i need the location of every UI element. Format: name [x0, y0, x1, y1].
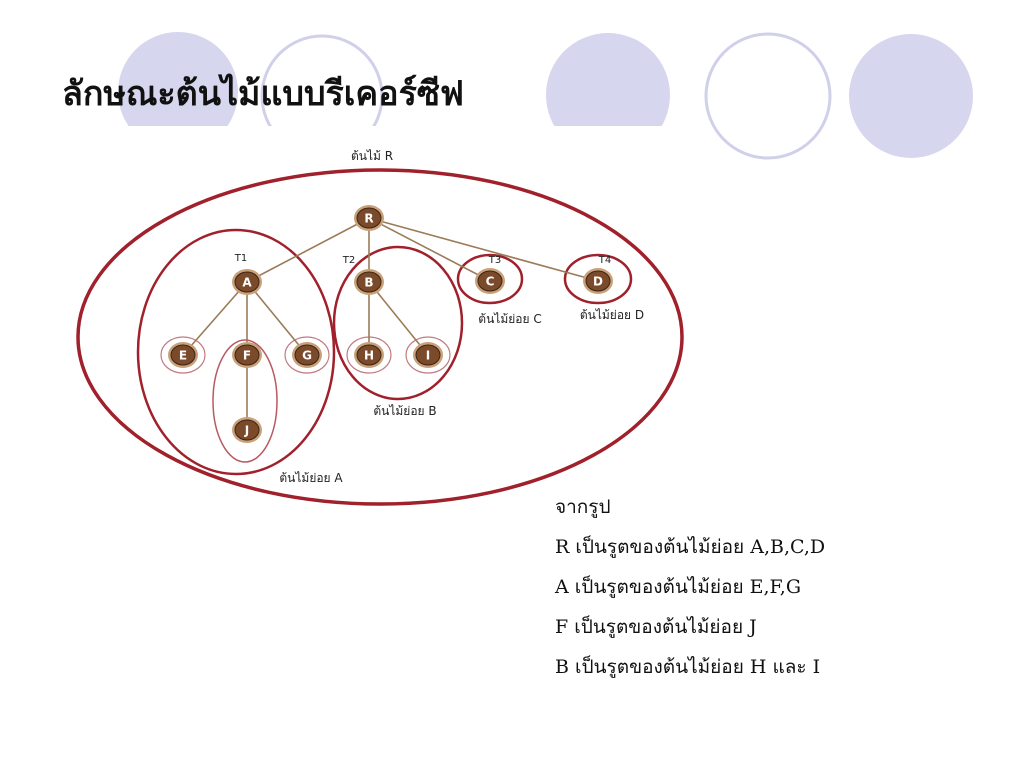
subtree-label-c: ต้นไม้ย่อย C	[478, 312, 541, 326]
node-f: F	[232, 342, 262, 368]
node-a: A	[232, 269, 262, 295]
notes-line: B เป็นรูตของต้นไม้ย่อย H และ I	[555, 656, 821, 678]
node-r: R	[354, 205, 384, 231]
node-label: D	[593, 275, 603, 289]
node-core	[234, 344, 260, 366]
subtree-tag-t3: T3	[488, 255, 501, 266]
notes-line: A เป็นรูตของต้นไม้ย่อย E,F,G	[555, 576, 801, 598]
decor-circle-filled	[118, 32, 238, 152]
edge-r-d	[368, 217, 599, 282]
edge-r-a	[246, 217, 370, 283]
node-e: E	[168, 342, 198, 368]
edge-b-i	[368, 281, 429, 356]
notes-heading: จากรูป	[555, 496, 611, 518]
subtree-b-ellipse	[332, 245, 464, 401]
node-label: C	[486, 275, 495, 289]
node-label: G	[302, 349, 312, 363]
leaf-ring-e	[160, 336, 206, 374]
edge-a-g	[246, 281, 308, 356]
subtree-label-d: ต้นไม้ย่อย D	[580, 308, 644, 322]
explanation-notes: จากรูป R เป็นรูตของต้นไม้ย่อย A,B,C,D A …	[555, 487, 825, 687]
subtree-c-ellipse	[456, 253, 524, 305]
decor-circle-outline	[704, 32, 832, 160]
subtree-f-ellipse	[212, 339, 278, 463]
node-g: G	[292, 342, 322, 368]
leaf-ring-i	[405, 336, 451, 374]
node-d: D	[583, 268, 613, 294]
node-core	[585, 270, 611, 292]
node-core	[356, 207, 382, 229]
subtree-label-b: ต้นไม้ย่อย B	[373, 404, 436, 418]
edge-r-c	[368, 217, 491, 282]
node-core	[477, 270, 503, 292]
node-core	[415, 344, 441, 366]
notes-line: F เป็นรูตของต้นไม้ย่อย J	[555, 616, 757, 638]
tree-r-label: ต้นไม้ R	[351, 149, 393, 163]
subtree-tag-t1: T1	[234, 253, 247, 264]
node-i: I	[413, 342, 443, 368]
leaf-ring-g	[284, 336, 330, 374]
notes-line: R เป็นรูตของต้นไม้ย่อย A,B,C,D	[555, 536, 826, 558]
node-label: R	[364, 212, 373, 226]
node-label: E	[179, 349, 187, 363]
node-b: B	[354, 269, 384, 295]
page-title: ลักษณะต้นไม้แบบรีเคอร์ซีฟ	[62, 74, 465, 114]
node-core	[234, 271, 260, 293]
node-core	[170, 344, 196, 366]
subtree-label-a: ต้นไม้ย่อย A	[279, 471, 343, 485]
node-j: J	[232, 417, 262, 443]
node-label: B	[364, 276, 373, 290]
node-c: C	[475, 268, 505, 294]
node-label: A	[242, 276, 252, 290]
node-label: J	[244, 424, 249, 438]
node-core	[294, 344, 320, 366]
node-label: H	[364, 349, 374, 363]
node-label: I	[426, 349, 430, 363]
subtree-a-ellipse	[136, 228, 336, 476]
tree-r-ellipse	[76, 168, 684, 506]
subtree-d-ellipse	[563, 253, 633, 305]
node-h: H	[354, 342, 384, 368]
node-label: F	[243, 349, 251, 363]
node-core	[356, 344, 382, 366]
subtree-tag-t4: T4	[598, 255, 611, 266]
subtree-tag-t2: T2	[342, 255, 355, 266]
nodes: R A B C D E F G H I J	[168, 205, 613, 443]
node-core	[234, 419, 260, 441]
decor-circle-filled	[849, 34, 973, 158]
edge-a-e	[182, 281, 248, 356]
node-core	[356, 271, 382, 293]
